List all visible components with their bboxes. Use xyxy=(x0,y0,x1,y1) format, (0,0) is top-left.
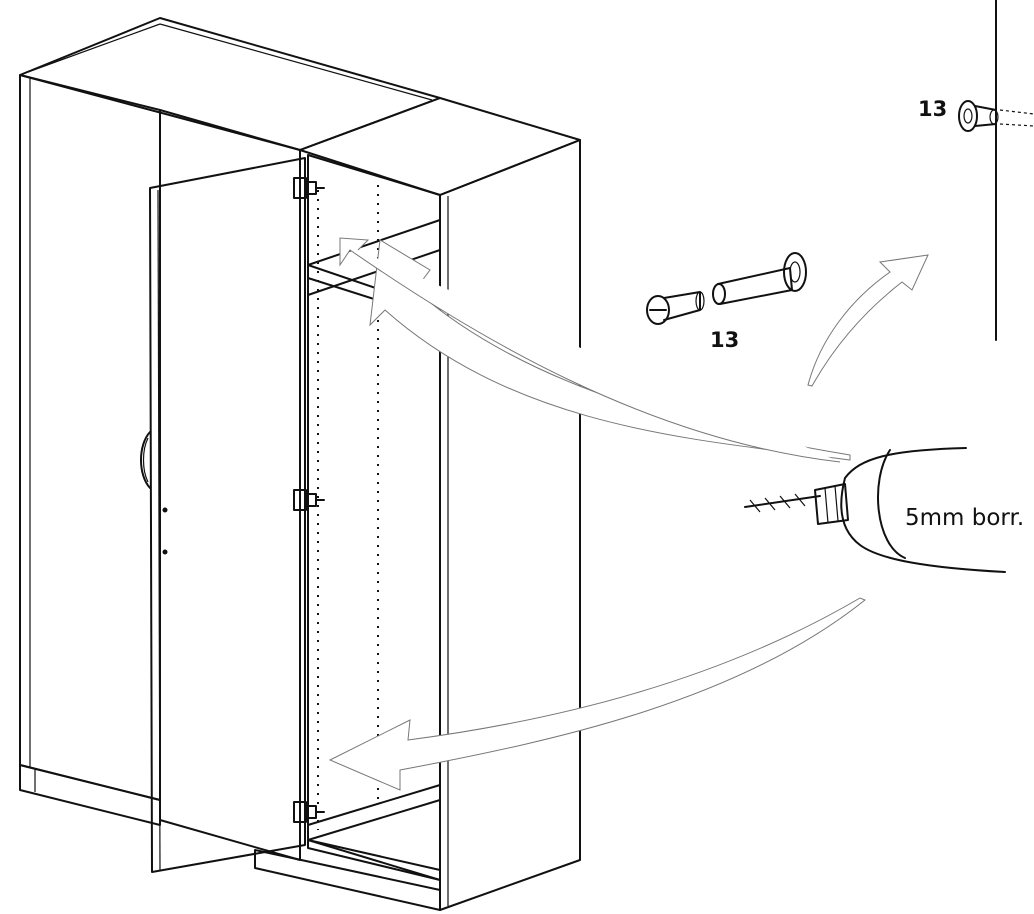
curved-arrow-icon xyxy=(328,237,929,791)
right-wardrobe xyxy=(254,97,581,911)
door-handle xyxy=(140,431,151,489)
bottom-shelf xyxy=(307,784,441,841)
wall-plug-screw-icon xyxy=(958,100,1034,132)
wall-plug-screw-exploded xyxy=(646,252,807,325)
drill-size-label: 5mm borr. xyxy=(905,505,1024,531)
right-wardrobe-top xyxy=(299,97,581,196)
left-wardrobe-front-panel xyxy=(159,109,301,861)
left-wardrobe-side xyxy=(19,74,161,801)
right-wardrobe-side-panel xyxy=(439,139,581,911)
upper-shelf xyxy=(307,219,441,296)
drill-icon xyxy=(744,447,1006,573)
hinge-icon xyxy=(293,177,325,823)
part-number-middle: 13 xyxy=(710,328,739,352)
part-number-top: 13 xyxy=(918,97,947,121)
door-panel xyxy=(149,157,306,873)
open-door xyxy=(140,157,306,873)
